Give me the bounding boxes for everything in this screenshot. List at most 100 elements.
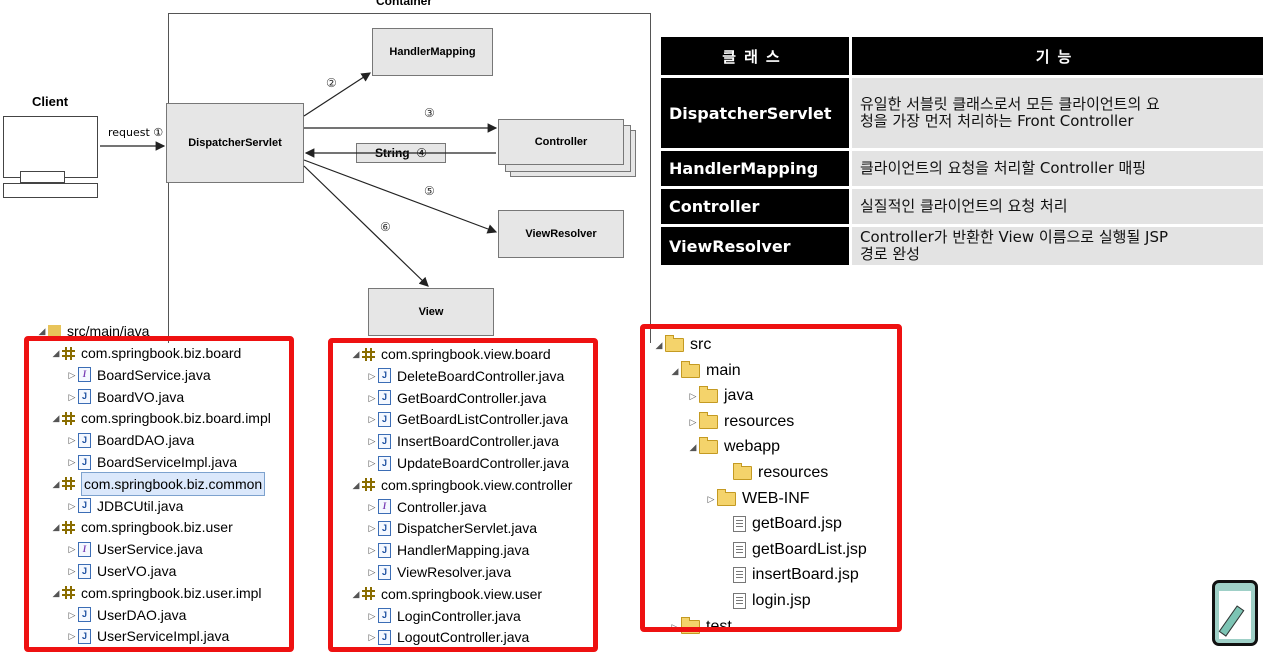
expand-toggle-icon[interactable]: ▷ xyxy=(368,523,376,534)
tree-file-row[interactable]: login.jsp xyxy=(721,590,811,612)
java-class-icon: J xyxy=(378,520,391,536)
tree-item-label: BoardDAO.java xyxy=(97,432,195,449)
collapse-toggle-icon[interactable]: ◢ xyxy=(655,340,663,350)
tree-folder-row[interactable]: ▷WEB-INF xyxy=(705,488,810,510)
tree-package-row[interactable]: ◢com.springbook.view.board xyxy=(350,343,551,365)
expand-toggle-icon[interactable]: ▷ xyxy=(68,609,76,620)
tree-folder-row[interactable]: ◢main xyxy=(669,360,741,382)
handler-mapping-box: HandlerMapping xyxy=(372,28,493,76)
tree-root-row[interactable]: ◢ src/main/java xyxy=(36,320,150,342)
expand-toggle-icon[interactable]: ▷ xyxy=(68,457,76,467)
tree-item-label: DispatcherServlet.java xyxy=(397,520,538,537)
tree-item-label: BoardService.java xyxy=(97,366,211,383)
package-icon xyxy=(362,347,375,361)
tree-package-row[interactable]: ◢com.springbook.biz.common xyxy=(50,471,266,496)
expand-toggle-icon[interactable]: ▷ xyxy=(368,567,376,577)
tree-folder-row[interactable]: ▷resources xyxy=(687,411,794,433)
collapse-toggle-icon[interactable]: ◢ xyxy=(689,442,697,453)
expand-toggle-icon[interactable]: ▷ xyxy=(689,391,697,402)
folder-icon xyxy=(665,335,684,352)
java-interface-icon: I xyxy=(378,499,391,515)
expand-toggle-icon[interactable]: ▷ xyxy=(707,493,715,504)
expand-toggle-icon[interactable]: ▷ xyxy=(368,610,376,621)
collapse-toggle-icon[interactable]: ◢ xyxy=(52,413,60,424)
expand-toggle-icon[interactable]: ▷ xyxy=(68,631,76,642)
tree-package-row[interactable]: ◢com.springbook.biz.board.impl xyxy=(50,407,271,429)
expand-toggle-icon[interactable]: ▷ xyxy=(68,391,76,402)
tree-file-row[interactable]: ▷J DispatcherServlet.java xyxy=(366,517,538,539)
java-class-icon: J xyxy=(378,390,391,406)
package-icon xyxy=(62,477,75,491)
tree-folder-row[interactable]: ◢webapp xyxy=(687,436,780,458)
tree-folder-row[interactable]: resources xyxy=(721,462,828,484)
tree-package-row[interactable]: ◢com.springbook.view.controller xyxy=(350,474,573,496)
container-label: Container xyxy=(368,0,441,8)
client-label: Client xyxy=(32,94,69,109)
java-class-icon: J xyxy=(378,433,391,449)
expand-toggle-icon[interactable]: ▷ xyxy=(368,545,376,556)
expand-toggle-icon[interactable]: ▷ xyxy=(368,370,376,381)
expand-toggle-icon[interactable]: ▷ xyxy=(671,621,679,632)
table-cell-desc: Controller가 반환한 View 이름으로 실행될 JSP 경로 완성 xyxy=(852,227,1263,265)
collapse-toggle-icon[interactable]: ◢ xyxy=(52,478,60,489)
tree-package-row[interactable]: ◢com.springbook.view.user xyxy=(350,583,543,605)
expand-toggle-icon[interactable]: ◢ xyxy=(38,326,46,336)
tree-folder-row[interactable]: ▷java xyxy=(687,385,753,407)
view-box: View xyxy=(368,288,494,336)
collapse-toggle-icon[interactable]: ◢ xyxy=(671,365,679,376)
collapse-toggle-icon[interactable]: ◢ xyxy=(52,348,60,358)
expand-toggle-icon[interactable]: ▷ xyxy=(368,632,376,643)
tree-file-row[interactable]: insertBoard.jsp xyxy=(721,564,859,586)
expand-toggle-icon[interactable]: ▷ xyxy=(368,392,376,403)
expand-toggle-icon[interactable]: ▷ xyxy=(368,501,376,512)
collapse-toggle-icon[interactable]: ◢ xyxy=(352,479,360,490)
tree-item-label: com.springbook.biz.board xyxy=(81,345,242,361)
step-2-label: ② xyxy=(326,76,337,90)
tree-package-row[interactable]: ◢com.springbook.biz.user.impl xyxy=(50,582,262,604)
tree-file-row[interactable]: getBoardList.jsp xyxy=(721,539,867,561)
tree-package-row[interactable]: ◢com.springbook.biz.user xyxy=(50,516,233,538)
request-label: request ① xyxy=(108,126,164,139)
tree-item-label: UserVO.java xyxy=(97,563,177,579)
collapse-toggle-icon[interactable]: ◢ xyxy=(52,522,60,533)
expand-toggle-icon[interactable]: ▷ xyxy=(368,414,376,425)
collapse-toggle-icon[interactable]: ◢ xyxy=(352,349,360,359)
expand-toggle-icon[interactable]: ▷ xyxy=(68,566,76,576)
expand-toggle-icon[interactable]: ▷ xyxy=(68,369,76,380)
expand-toggle-icon[interactable]: ▷ xyxy=(68,544,76,555)
tree-item-label: JDBCUtil.java xyxy=(97,497,184,514)
expand-toggle-icon[interactable]: ▷ xyxy=(68,435,76,446)
tree-folder-row[interactable]: ◢src xyxy=(653,334,711,356)
package-icon xyxy=(62,346,75,360)
expand-toggle-icon[interactable]: ▷ xyxy=(368,458,376,468)
expand-toggle-icon[interactable]: ▷ xyxy=(68,500,76,511)
collapse-toggle-icon[interactable]: ◢ xyxy=(352,588,360,599)
tree-file-row[interactable]: getBoard.jsp xyxy=(721,513,842,535)
tree-package-row[interactable]: ◢ com.springbook.biz.board xyxy=(50,342,242,364)
collapse-toggle-icon[interactable]: ◢ xyxy=(52,587,60,598)
table-cell-desc: 유일한 서블릿 클래스로서 모든 클라이언트의 요 청을 가장 먼저 처리하는 … xyxy=(852,78,1263,148)
expand-toggle-icon[interactable]: ▷ xyxy=(689,416,697,427)
table-cell-desc: 실질적인 클라이언트의 요청 처리 xyxy=(852,189,1263,224)
expand-toggle-icon[interactable]: ▷ xyxy=(368,436,376,447)
